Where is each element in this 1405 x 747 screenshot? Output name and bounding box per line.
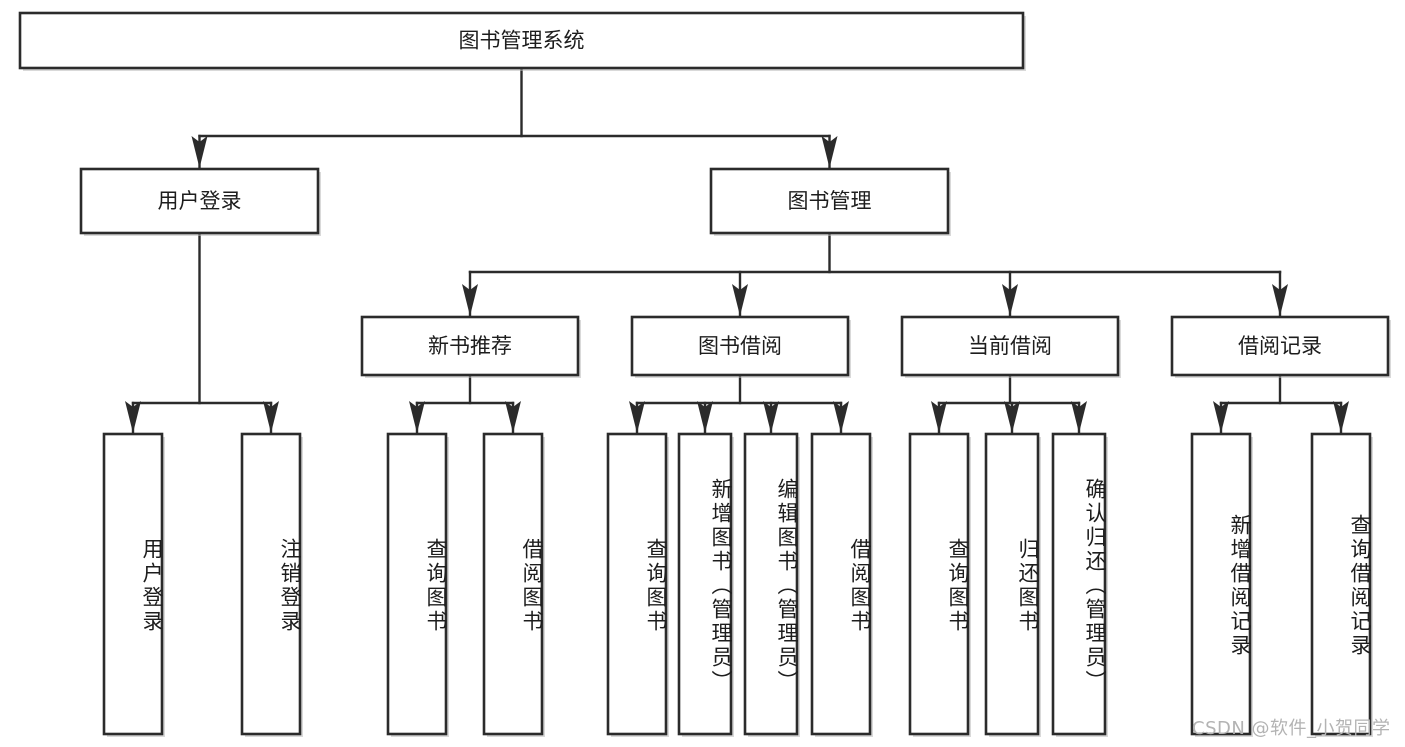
edge-book-borrow-arrow-1: [697, 401, 713, 433]
edge-root-arrow-0: [191, 136, 208, 168]
node-label-book-manage: 图书管理: [788, 189, 872, 213]
node-leaf-edit-book[interactable]: [743, 432, 800, 737]
csdn-watermark: CSDN @软件_小贺同学: [1192, 718, 1391, 739]
edge-current-borrow-arrow-0: [931, 401, 947, 433]
edge-book-borrow-arrow-3: [833, 401, 849, 433]
node-leaf-confirm-return[interactable]: [1051, 432, 1108, 737]
node-leaf-add-book[interactable]: [677, 432, 734, 737]
node-leaf-add-record[interactable]: [1190, 432, 1253, 737]
edge-new-book-recommend-arrow-1: [505, 401, 521, 433]
edge-book-manage-arrow-0: [462, 284, 478, 316]
node-label-user-login: 用户登录: [158, 189, 242, 213]
node-label-current-borrow: 当前借阅: [968, 334, 1052, 358]
node-book-borrow[interactable]: 图书借阅: [630, 315, 851, 378]
edge-user-login-arrow-0: [125, 401, 141, 433]
edge-book-borrow-arrow-2: [763, 401, 779, 433]
node-current-borrow[interactable]: 当前借阅: [900, 315, 1121, 378]
edge-root-arrow-1: [821, 136, 838, 168]
edge-book-manage-arrow-2: [1002, 284, 1018, 316]
node-leaf-query-book-3[interactable]: [908, 432, 971, 737]
node-leaf-user-login[interactable]: [102, 432, 165, 737]
node-leaf-query-record[interactable]: [1310, 432, 1373, 737]
node-leaf-query-book-2[interactable]: [606, 432, 669, 737]
node-label-book-borrow: 图书借阅: [698, 334, 782, 358]
edge-new-book-recommend-arrow-0: [409, 401, 425, 433]
node-leaf-borrow-book-1[interactable]: [482, 432, 545, 737]
node-label-new-book-recommend: 新书推荐: [428, 334, 512, 358]
node-leaf-return-book[interactable]: [984, 432, 1041, 737]
node-leaf-borrow-book-2[interactable]: [810, 432, 873, 737]
node-user-login[interactable]: 用户登录: [79, 167, 321, 236]
node-leaf-query-book-1[interactable]: [386, 432, 449, 737]
edge-borrow-record-arrow-1: [1333, 401, 1349, 433]
edges-layer: [125, 66, 1349, 434]
edge-current-borrow-arrow-2: [1071, 401, 1087, 433]
node-book-manage[interactable]: 图书管理: [709, 167, 951, 236]
node-label-root: 图书管理系统: [459, 29, 585, 53]
node-root[interactable]: 图书管理系统: [18, 11, 1026, 71]
edge-borrow-record-arrow-0: [1213, 401, 1229, 433]
edge-current-borrow-arrow-1: [1004, 401, 1020, 433]
edge-user-login-arrow-1: [263, 401, 279, 433]
node-new-book-recommend[interactable]: 新书推荐: [360, 315, 581, 378]
node-leaf-logout[interactable]: [240, 432, 303, 737]
edge-book-manage-arrow-1: [732, 284, 748, 316]
node-borrow-record[interactable]: 借阅记录: [1170, 315, 1391, 378]
node-label-borrow-record: 借阅记录: [1238, 334, 1322, 358]
edge-book-borrow-arrow-0: [629, 401, 645, 433]
edge-book-manage-arrow-3: [1272, 284, 1288, 316]
